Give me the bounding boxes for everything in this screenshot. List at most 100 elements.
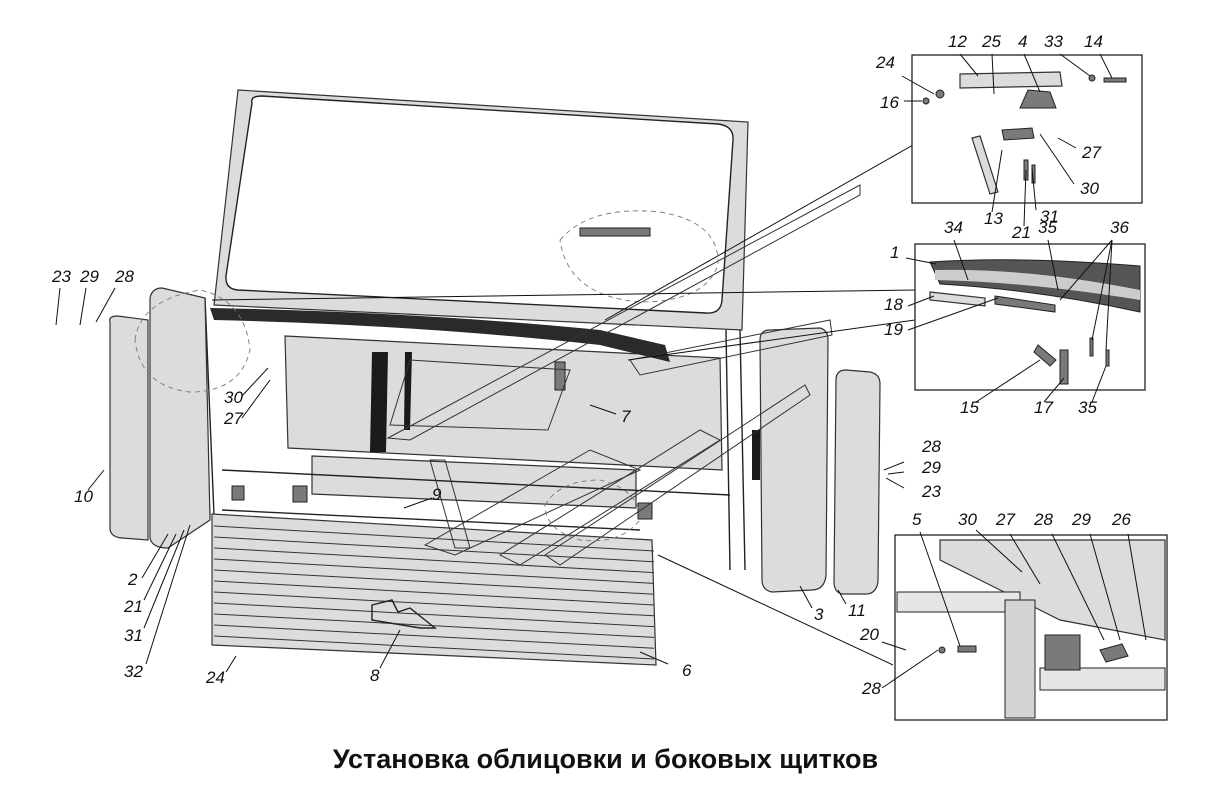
callout-leader (907, 295, 935, 307)
callout-label-10: 10 (74, 487, 93, 506)
callout-leader (143, 533, 177, 601)
grille-slat (213, 547, 655, 574)
callout-leader (991, 53, 995, 95)
callout-label-1: 1 (890, 243, 899, 262)
callout-label-17: 17 (1034, 398, 1053, 417)
callout-leader (1039, 133, 1075, 185)
callout-leader (953, 239, 969, 281)
callout-leader (639, 651, 669, 665)
callout-label-31: 31 (124, 626, 143, 645)
callout-label-15: 15 (960, 398, 979, 417)
callout-label-23: 23 (921, 482, 941, 501)
grille-slat (213, 525, 655, 552)
callout-leader (1023, 53, 1041, 93)
callout-label-13: 13 (984, 209, 1003, 228)
callout-label-7: 7 (621, 407, 631, 426)
callout-leader (1047, 239, 1059, 291)
callout-leader (1009, 533, 1041, 585)
callout-label-21: 21 (123, 597, 143, 616)
grille-slat (213, 569, 655, 595)
callout-label-2: 2 (127, 570, 138, 589)
callout-label-21: 21 (1011, 223, 1031, 242)
callout-leader (885, 477, 905, 489)
callout-label-30: 30 (224, 388, 243, 407)
grille-slat (213, 591, 655, 617)
callout-leader (1091, 365, 1107, 403)
side-panel-left (109, 287, 251, 549)
callout-label-11: 11 (848, 601, 866, 620)
callout-label-28: 28 (114, 267, 134, 286)
callout-label-4: 4 (1018, 32, 1027, 51)
grille-slat (213, 536, 655, 563)
callout-leader (881, 641, 907, 651)
callout-leader (1127, 533, 1147, 641)
callout-label-35: 35 (1038, 218, 1057, 237)
callout-label-27: 27 (995, 510, 1015, 529)
callout-leader (55, 287, 61, 326)
connector-lines (211, 144, 916, 666)
callout-label-16: 16 (880, 93, 899, 112)
callout-leader (1031, 167, 1037, 211)
windshield-frame (213, 89, 749, 331)
callout-label-29: 29 (79, 267, 99, 286)
callout-label-30: 30 (958, 510, 977, 529)
callout-leader (241, 379, 271, 419)
callout-leader (1091, 239, 1113, 341)
callout-label-18: 18 (884, 295, 903, 314)
radiator-grille (211, 513, 657, 666)
callout-label-12: 12 (948, 32, 967, 51)
callout-leader (1051, 533, 1105, 641)
callout-label-29: 29 (1071, 510, 1091, 529)
callout-label-26: 26 (1111, 510, 1131, 529)
callout-label-9: 9 (432, 485, 442, 504)
callout-leader (975, 359, 1041, 403)
inset-bottom (894, 534, 1168, 721)
callout-label-27: 27 (1081, 143, 1101, 162)
callout-label-28: 28 (1033, 510, 1053, 529)
callout-label-34: 34 (944, 218, 963, 237)
callout-label-14: 14 (1084, 32, 1103, 51)
callout-leader (881, 649, 939, 689)
callout-leader (403, 497, 433, 509)
callout-leader (919, 531, 961, 647)
callout-leader (905, 257, 937, 265)
callout-leader (959, 53, 979, 77)
inset-top (911, 54, 1143, 204)
callout-leader (975, 529, 1023, 573)
callout-leader (837, 589, 847, 605)
callout-label-31: 31 (1040, 207, 1059, 226)
callout-leader (799, 585, 813, 609)
callout-label-29: 29 (921, 458, 941, 477)
callout-label-6: 6 (682, 661, 692, 680)
callout-leader (887, 471, 905, 475)
guide-outlines (386, 184, 861, 566)
callout-label-24: 24 (875, 53, 895, 72)
callout-label-20: 20 (859, 625, 879, 644)
callout-leader (1089, 533, 1121, 641)
callout-label-28: 28 (861, 679, 881, 698)
callout-leader (145, 524, 191, 665)
callout-label-3: 3 (814, 605, 824, 624)
grille-slat (213, 624, 655, 649)
grille-slat (213, 558, 655, 584)
callout-leader (241, 367, 269, 397)
callout-label-24: 24 (205, 668, 225, 687)
callout-leader (1023, 169, 1027, 227)
callout-leader (1059, 53, 1091, 77)
callout-leader (907, 297, 999, 331)
callout-leader (883, 461, 905, 471)
callout-leader (1099, 53, 1113, 79)
callout-label-28: 28 (921, 437, 941, 456)
callout-label-23: 23 (51, 267, 71, 286)
callout-leader (589, 404, 617, 415)
callout-leader (1043, 377, 1065, 403)
callout-label-36: 36 (1110, 218, 1129, 237)
callout-label-5: 5 (912, 510, 922, 529)
callout-label-8: 8 (370, 666, 380, 685)
callout-leader (95, 287, 116, 323)
callout-leader (991, 149, 1003, 213)
callout-leader (1105, 239, 1113, 351)
grille-slat (213, 613, 655, 638)
callout-label-25: 25 (981, 32, 1001, 51)
